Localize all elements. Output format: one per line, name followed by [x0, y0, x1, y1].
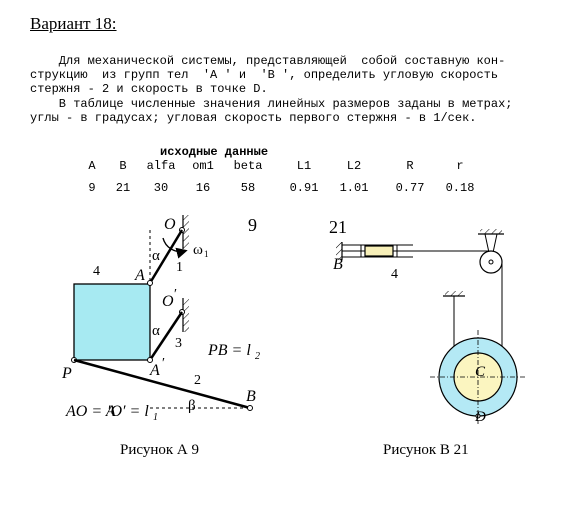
omega-arrow-icon	[162, 237, 188, 259]
label-o-prime-mark: ′	[174, 287, 177, 302]
col-header-b: B	[119, 159, 127, 173]
task-line-1: Для механической системы, представляющей…	[30, 54, 506, 68]
figure-a-caption: Рисунок А 9	[120, 442, 199, 458]
label-ao-eq-mid: ′O′ = l	[107, 403, 149, 420]
body-4-square	[73, 283, 151, 361]
value-l1: 0.91	[289, 181, 319, 195]
label-pb-eq-sub: 2	[255, 351, 260, 362]
col-header-om1: om1	[192, 159, 214, 173]
wall-hatch-top	[183, 215, 189, 249]
hinge-a	[147, 280, 153, 286]
slider-block	[364, 245, 394, 257]
col-header-alfa: alfa	[146, 159, 176, 173]
label-a: A	[134, 267, 145, 284]
rod-1	[148, 229, 184, 284]
value-om1: 16	[195, 181, 211, 195]
label-pb-eq: PB = l	[207, 342, 251, 359]
col-header-r-small: r	[456, 159, 464, 173]
label-b: B	[333, 256, 343, 273]
label-beta: β	[188, 398, 196, 414]
pulley-axle	[488, 259, 494, 265]
task-line-4: В таблице численные значения линейных ра…	[30, 97, 513, 111]
label-a-prime-mark: ′	[162, 356, 165, 371]
col-header-r-big: R	[406, 159, 414, 173]
label-omega-sub: 1	[204, 249, 209, 259]
point-d	[475, 413, 481, 419]
label-ao-eq: AO = A	[65, 403, 116, 420]
value-beta: 58	[240, 181, 256, 195]
pulley-ceiling-hatch	[480, 229, 502, 234]
label-b: B	[246, 388, 256, 405]
task-line-3: стержня - 2 и скорость в точке D.	[30, 82, 268, 96]
label-alpha-2: α	[152, 323, 160, 339]
label-o-prime: O	[162, 293, 174, 310]
table-heading: исходные данные	[160, 145, 269, 159]
task-line-5: углы - в градусах; угловая скорость перв…	[30, 111, 477, 125]
guide-wall-hatch	[336, 242, 342, 260]
label-a-prime: A	[149, 362, 160, 379]
label-alpha-1: α	[152, 248, 160, 264]
col-header-l2: L2	[346, 159, 362, 173]
label-slider-4: 4	[391, 267, 398, 282]
label-d: D	[474, 409, 486, 425]
label-rod-1: 1	[176, 260, 183, 275]
task-line-2: струкцию из групп тел 'A ' и 'B ', опред…	[30, 68, 499, 82]
rod-2	[73, 358, 251, 410]
figure-b-caption: Рисунок В 21	[383, 442, 469, 458]
figure-a-diagram: 9 O ω 1 α 1 A 4 O ′	[61, 215, 260, 423]
label-rod-2: 2	[194, 373, 201, 388]
label-rod-3: 3	[175, 336, 182, 351]
col-header-beta: beta	[233, 159, 263, 173]
label-omega: ω	[193, 242, 203, 258]
value-l2: 1.01	[339, 181, 369, 195]
variant-title: Вариант 18:	[30, 14, 117, 33]
wall-hatch-bottom	[183, 298, 189, 332]
rod-3	[148, 311, 184, 361]
hinge-a-prime	[147, 357, 153, 363]
figure-a-number: 9	[248, 215, 257, 235]
label-c: C	[475, 364, 486, 380]
figure-b-diagram: 21 B 4 C D	[329, 217, 526, 425]
label-ao-eq-sub: 1	[153, 412, 158, 423]
value-r-big: 0.77	[395, 181, 425, 195]
rope-ceiling-hatch	[445, 291, 463, 296]
value-b: 21	[115, 181, 131, 195]
label-body-4: 4	[93, 264, 100, 279]
col-header-l1: L1	[296, 159, 312, 173]
label-p: P	[61, 365, 72, 382]
figure-b-number: 21	[329, 217, 347, 237]
point-b	[247, 405, 253, 411]
label-o: O	[164, 216, 176, 233]
value-r-small: 0.18	[445, 181, 475, 195]
col-header-a: A	[88, 159, 96, 173]
value-a: 9	[88, 181, 96, 195]
value-alfa: 30	[153, 181, 169, 195]
